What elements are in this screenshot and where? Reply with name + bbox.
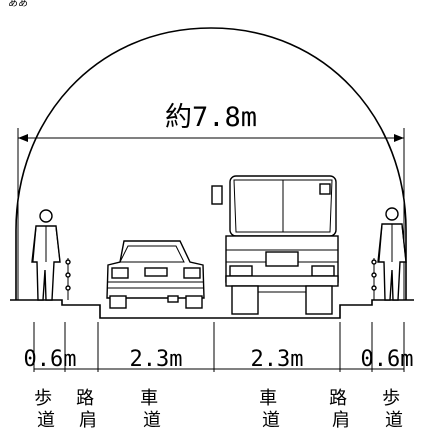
railing-right <box>371 258 377 300</box>
overall-dimension-arrow-left <box>18 134 28 142</box>
passenger-car <box>106 240 205 309</box>
pedestrian-right <box>377 207 407 301</box>
label-sidewalk-right-char2: 道 <box>385 410 403 431</box>
road-surface <box>10 299 414 319</box>
label-lane-right: 車 道 <box>259 388 283 431</box>
tunnel-arch <box>15 27 407 300</box>
truck <box>211 175 339 315</box>
header-fragment: ああ <box>8 0 28 9</box>
label-shoulder-left-char2: 肩 <box>79 410 97 431</box>
label-shoulder-left-char1: 路 <box>76 388 94 409</box>
segment-ticks <box>33 322 405 372</box>
label-sidewalk-left-char2: 道 <box>37 410 55 431</box>
label-lane-right-char1: 車 <box>259 388 277 409</box>
overall-dimension-arrow-right <box>394 134 404 142</box>
overall-width-label: 約7.8m <box>165 102 257 133</box>
segment-width-3: 2.3m <box>251 347 304 372</box>
label-shoulder-right: 路 肩 <box>329 388 353 431</box>
label-sidewalk-left-char1: 歩 <box>34 388 52 409</box>
label-lane-left: 車 道 <box>140 388 164 431</box>
label-sidewalk-right: 歩 道 <box>382 388 406 431</box>
label-sidewalk-left: 歩 道 <box>34 388 58 431</box>
pedestrian-left <box>31 209 61 301</box>
label-lane-right-char2: 道 <box>262 410 280 431</box>
label-lane-left-char2: 道 <box>143 410 161 431</box>
railing-left <box>65 258 71 300</box>
segment-width-2: 2.3m <box>130 347 183 372</box>
label-shoulder-left: 路 肩 <box>76 388 100 431</box>
segment-width-1: 0.6m <box>24 347 77 372</box>
label-lane-left-char1: 車 <box>140 388 158 409</box>
label-sidewalk-right-char1: 歩 <box>382 388 400 409</box>
label-shoulder-right-char1: 路 <box>329 388 347 409</box>
label-shoulder-right-char2: 肩 <box>332 410 350 431</box>
segment-width-4: 0.6m <box>361 347 414 372</box>
lane-labels: 歩 道 路 肩 車 道 車 道 路 肩 歩 道 <box>34 388 406 431</box>
